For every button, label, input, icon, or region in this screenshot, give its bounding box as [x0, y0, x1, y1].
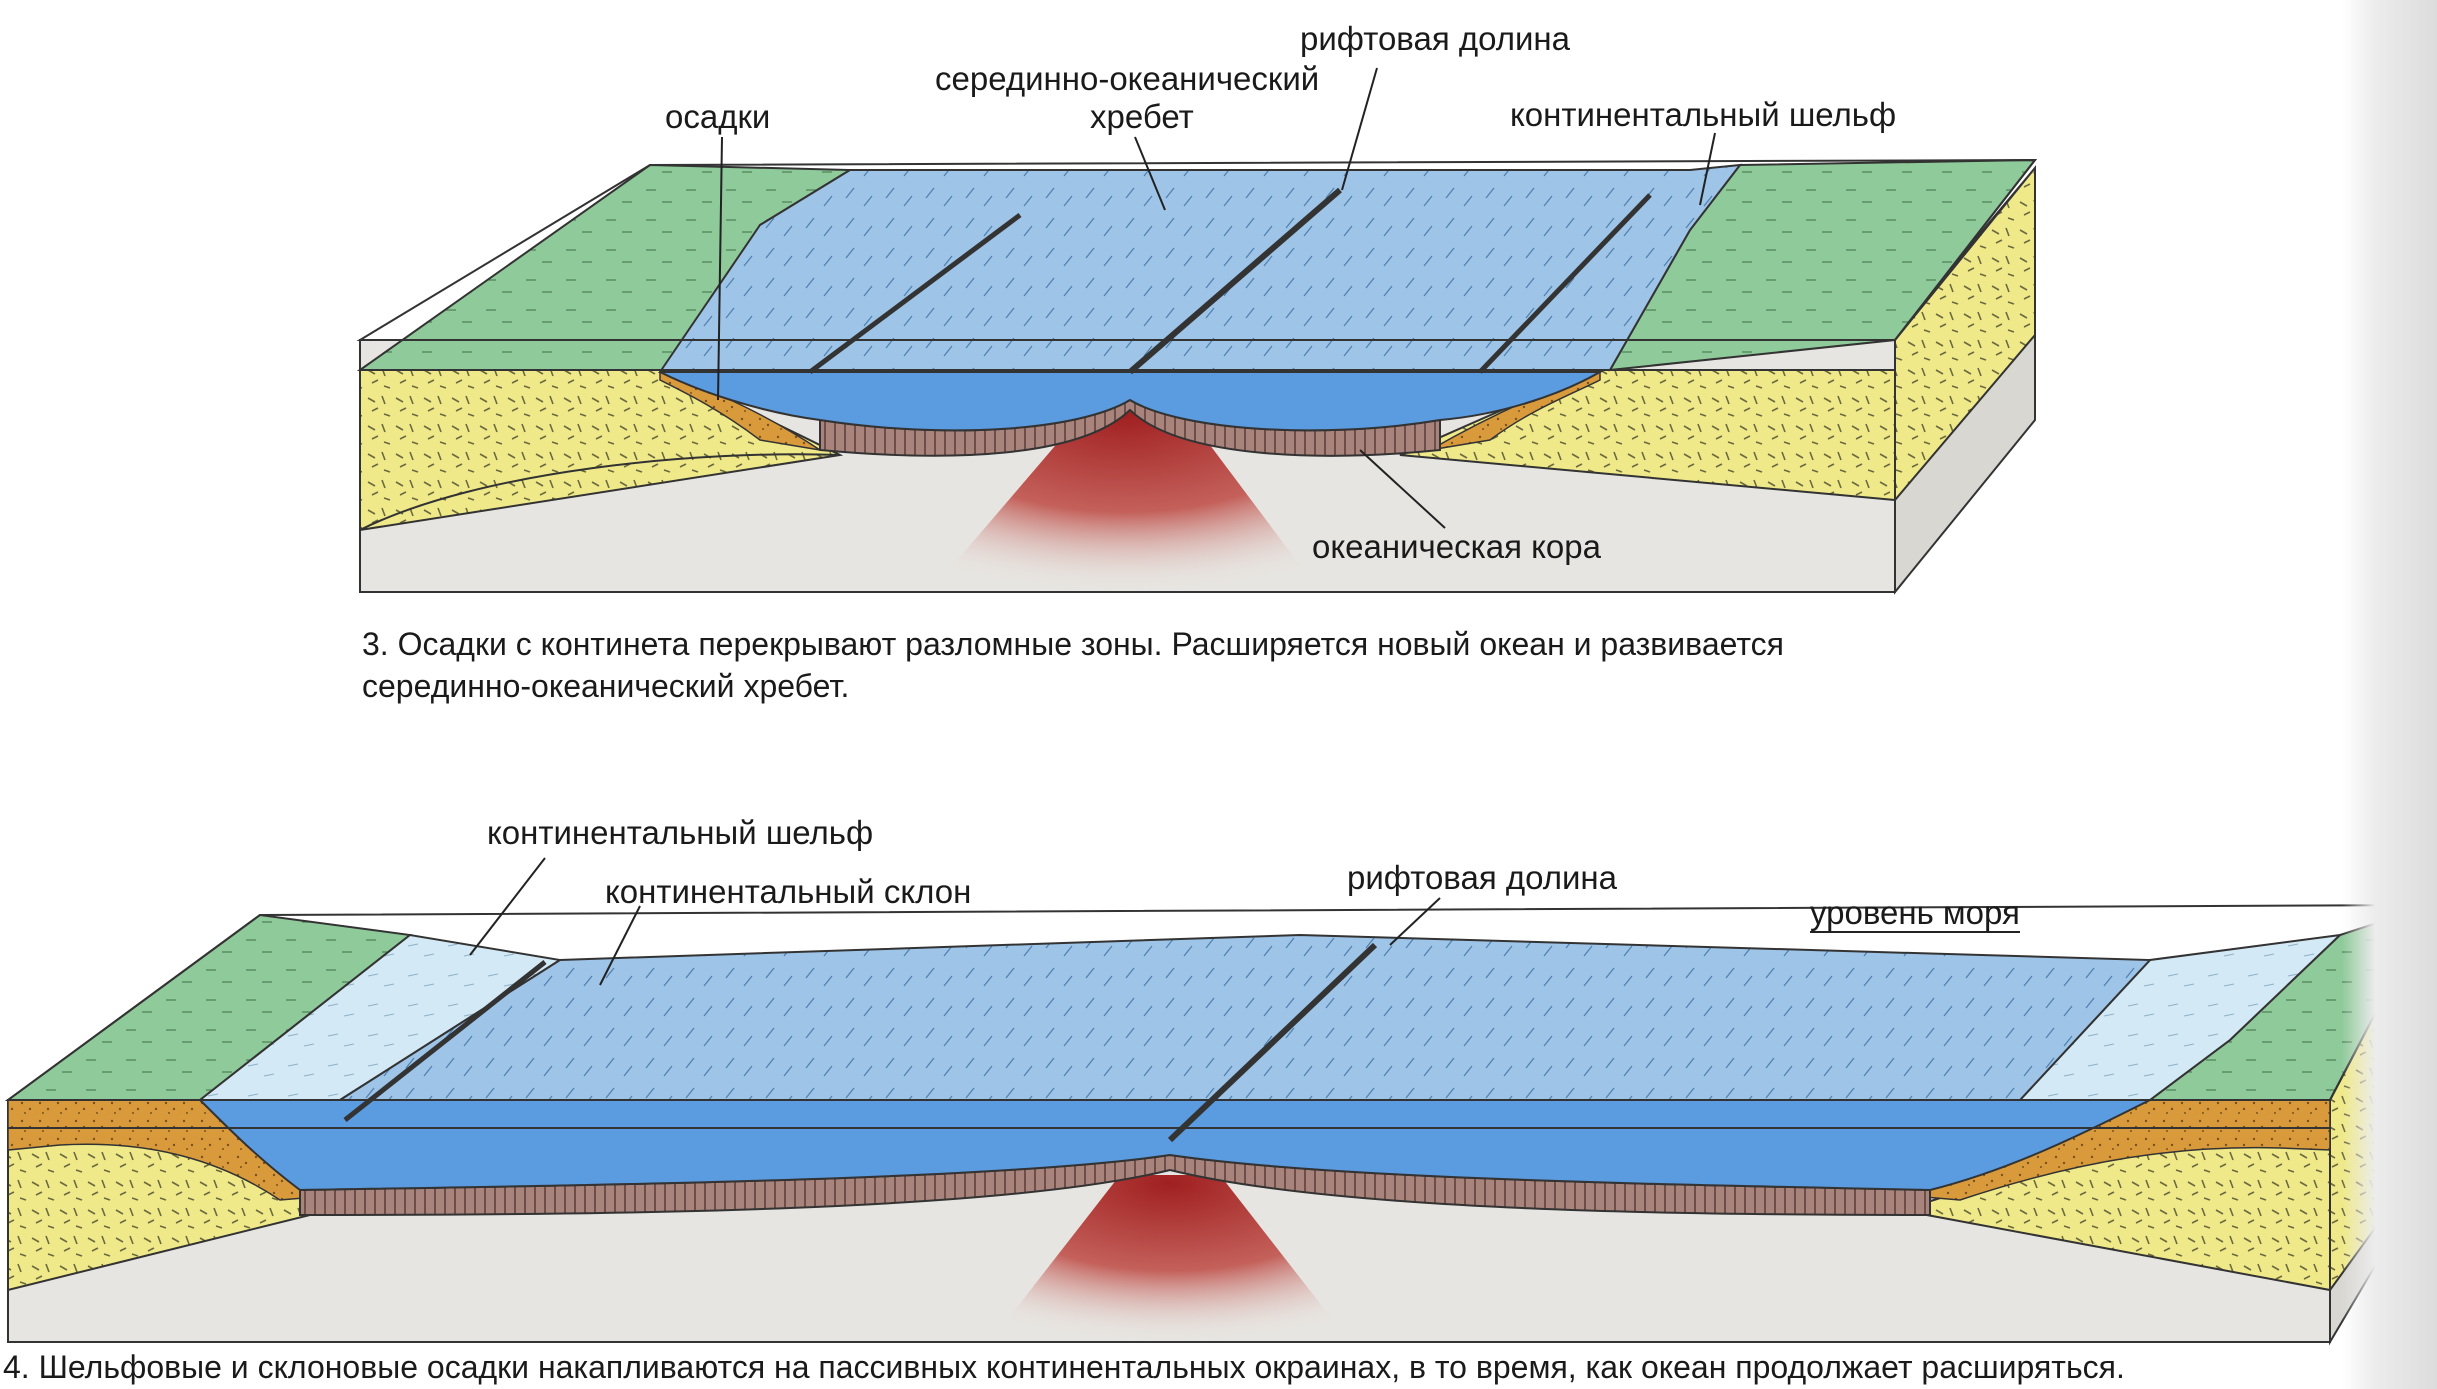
- page-edge-shadow: [2342, 0, 2437, 1389]
- label-mid-ocean-ridge-line2: хребет: [1090, 98, 1194, 135]
- sea-level-3: [356, 158, 2038, 341]
- leader-sediments: [717, 136, 723, 401]
- label-oceanic-crust: океаническая кора: [1312, 528, 1601, 565]
- ocean-section-4: [197, 1099, 2151, 1192]
- label-sea-level-4: уровень моря: [1810, 894, 2020, 931]
- label-rift-valley-4: рифтовая долина: [1347, 859, 1618, 896]
- diagram-3-block: [356, 67, 2038, 595]
- diagram-4-block: [4, 857, 2435, 1346]
- rift-valley-line-4: [1167, 942, 1378, 1143]
- caption-3: 3. Осадки с континета перекрывают разлом…: [362, 624, 1962, 707]
- rift-valley-line: [1128, 187, 1342, 375]
- leader-ridge: [1134, 136, 1166, 211]
- ocean-surface: [658, 163, 1743, 374]
- label-mid-ocean-ridge-line1: серединно-океанический: [935, 60, 1320, 97]
- label-rift-valley-3: рифтовая долина: [1300, 20, 1571, 57]
- label-continental-shelf-4: континентальный шельф: [487, 814, 874, 851]
- magma-plume: [930, 405, 1320, 592]
- leader-shelf-4: [469, 857, 546, 956]
- label-continental-slope-4: континентальный склон: [605, 873, 972, 910]
- ocean-surface-4: [336, 933, 2153, 1101]
- label-continental-shelf-3: континентальный шельф: [1510, 96, 1897, 133]
- sea-level-4: [4, 903, 2434, 1101]
- magma-plume-4: [990, 1175, 1350, 1342]
- label-sediments: осадки: [665, 98, 771, 135]
- caption-4: 4. Шельфовые и склоновые осадки накаплив…: [3, 1349, 2125, 1385]
- ridge-fault-right: [1478, 193, 1652, 374]
- caption-3-line2: серединно-океанический хребет.: [362, 667, 850, 704]
- leader-rift: [1341, 67, 1378, 191]
- ridge-fault-left: [808, 212, 1022, 375]
- shelf-edge-line-left: [343, 960, 547, 1122]
- caption-3-line1: 3. Осадки с континета перекрывают разлом…: [362, 626, 1784, 662]
- ocean-section: [659, 371, 1604, 432]
- leader-shelf-3: [1699, 132, 1716, 206]
- leader-oceanic-crust: [1359, 449, 1446, 529]
- leader-rift-4: [1389, 897, 1441, 946]
- leader-slope-4: [599, 905, 641, 986]
